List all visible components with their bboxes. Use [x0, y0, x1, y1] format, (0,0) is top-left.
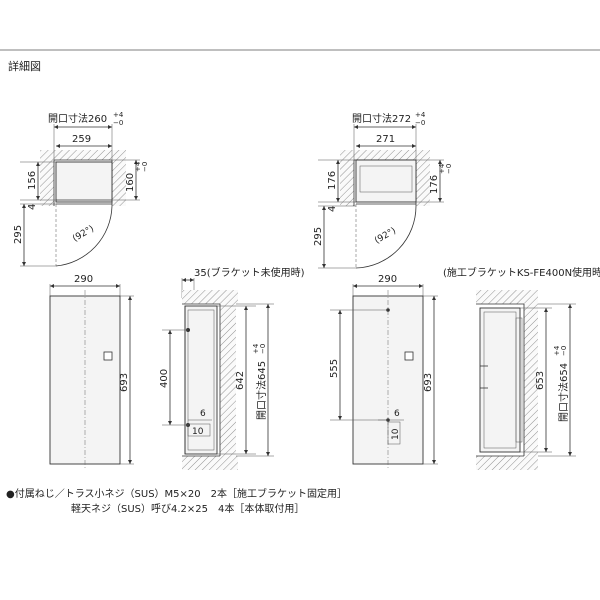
front-height-label: 693	[119, 373, 130, 392]
opening-height-label: 160	[125, 173, 136, 192]
dim-10-right: 10	[391, 428, 401, 440]
side-opening-tol-minus-right: −0	[560, 346, 568, 356]
hole-spacing-label: 400	[159, 369, 170, 388]
width-label-right: 271	[376, 134, 395, 145]
front-width-label: 290	[74, 274, 93, 285]
door-radius-label: 295	[13, 225, 24, 244]
opening-height-tol-plus-right: +4	[438, 163, 446, 174]
side-section-left: 35(ブラケット未使用時) 400 6 10 642	[159, 266, 305, 470]
width-label: 259	[72, 134, 91, 145]
door-radius-label-right: 295	[313, 227, 324, 246]
screw-note-1: ●付属ねじ／トラス小ネジ（SUS）M5×20 2本［施工ブラケット固定用］	[6, 487, 347, 500]
key-lock	[103, 351, 113, 361]
front-width-label-right: 290	[378, 274, 397, 285]
screw-note-2: 軽天ネジ（SUS）呼び4.2×25 4本［本体取付用］	[71, 502, 304, 515]
side-opening-tol-plus: +4	[252, 343, 260, 354]
hole-height-label: 555	[329, 359, 340, 378]
door-angle-label: (92°)	[71, 224, 96, 244]
bracket-note-left: 35(ブラケット未使用時)	[194, 266, 305, 279]
dim-6-right: 6	[394, 409, 400, 419]
side-opening-tol-minus: −0	[259, 344, 267, 354]
opening-tol-minus: −0	[113, 119, 123, 127]
opening-tol-plus-right: +4	[415, 111, 426, 119]
side-opening-tol-plus-right: +4	[553, 345, 561, 356]
opening-height-tol-plus: +4	[134, 161, 142, 172]
door-angle-label-right: (92°)	[373, 226, 398, 246]
gap-label-right: 4	[327, 206, 338, 212]
front-view-left: 290 693	[49, 274, 134, 470]
opening-height-tol-minus-right: −0	[445, 164, 453, 174]
section-title: 詳細図	[8, 59, 41, 73]
opening-height-tol-minus: −0	[141, 162, 149, 172]
side-opening-label-right: 開口寸法654	[557, 363, 570, 422]
plan-view-right: (92°) 開口寸法272 +4 −0 271 176 4 295 176 +4…	[313, 111, 453, 269]
dim-10-left: 10	[192, 427, 204, 437]
key-lock-right	[404, 351, 414, 361]
side-opening-label: 開口寸法645	[255, 361, 268, 420]
opening-height-label-right: 176	[429, 175, 440, 194]
plan-view-left: (92°) 開口寸法260 +4 −0 259 156 4 295 160 +4…	[13, 111, 149, 267]
side-section-right: (施工ブラケットKS-FE400N使用時) 653 開口寸法654 +4 −0	[443, 266, 600, 470]
opening-width-label: 開口寸法260	[48, 112, 107, 125]
dim-6-left: 6	[200, 409, 206, 419]
opening-tol-plus: +4	[113, 111, 124, 119]
opening-width-label-right: 開口寸法272	[352, 112, 411, 125]
side-height-label-right: 653	[535, 371, 546, 390]
bracket-note-right: (施工ブラケットKS-FE400N使用時)	[443, 266, 600, 279]
height-label: 156	[27, 171, 38, 190]
front-height-label-right: 693	[423, 373, 434, 392]
front-view-right: 290 555 6 10 693	[329, 274, 438, 470]
height-label-right: 176	[327, 171, 338, 190]
gap-label: 4	[27, 204, 38, 210]
side-height-label: 642	[235, 371, 246, 390]
opening-tol-minus-right: −0	[415, 119, 425, 127]
